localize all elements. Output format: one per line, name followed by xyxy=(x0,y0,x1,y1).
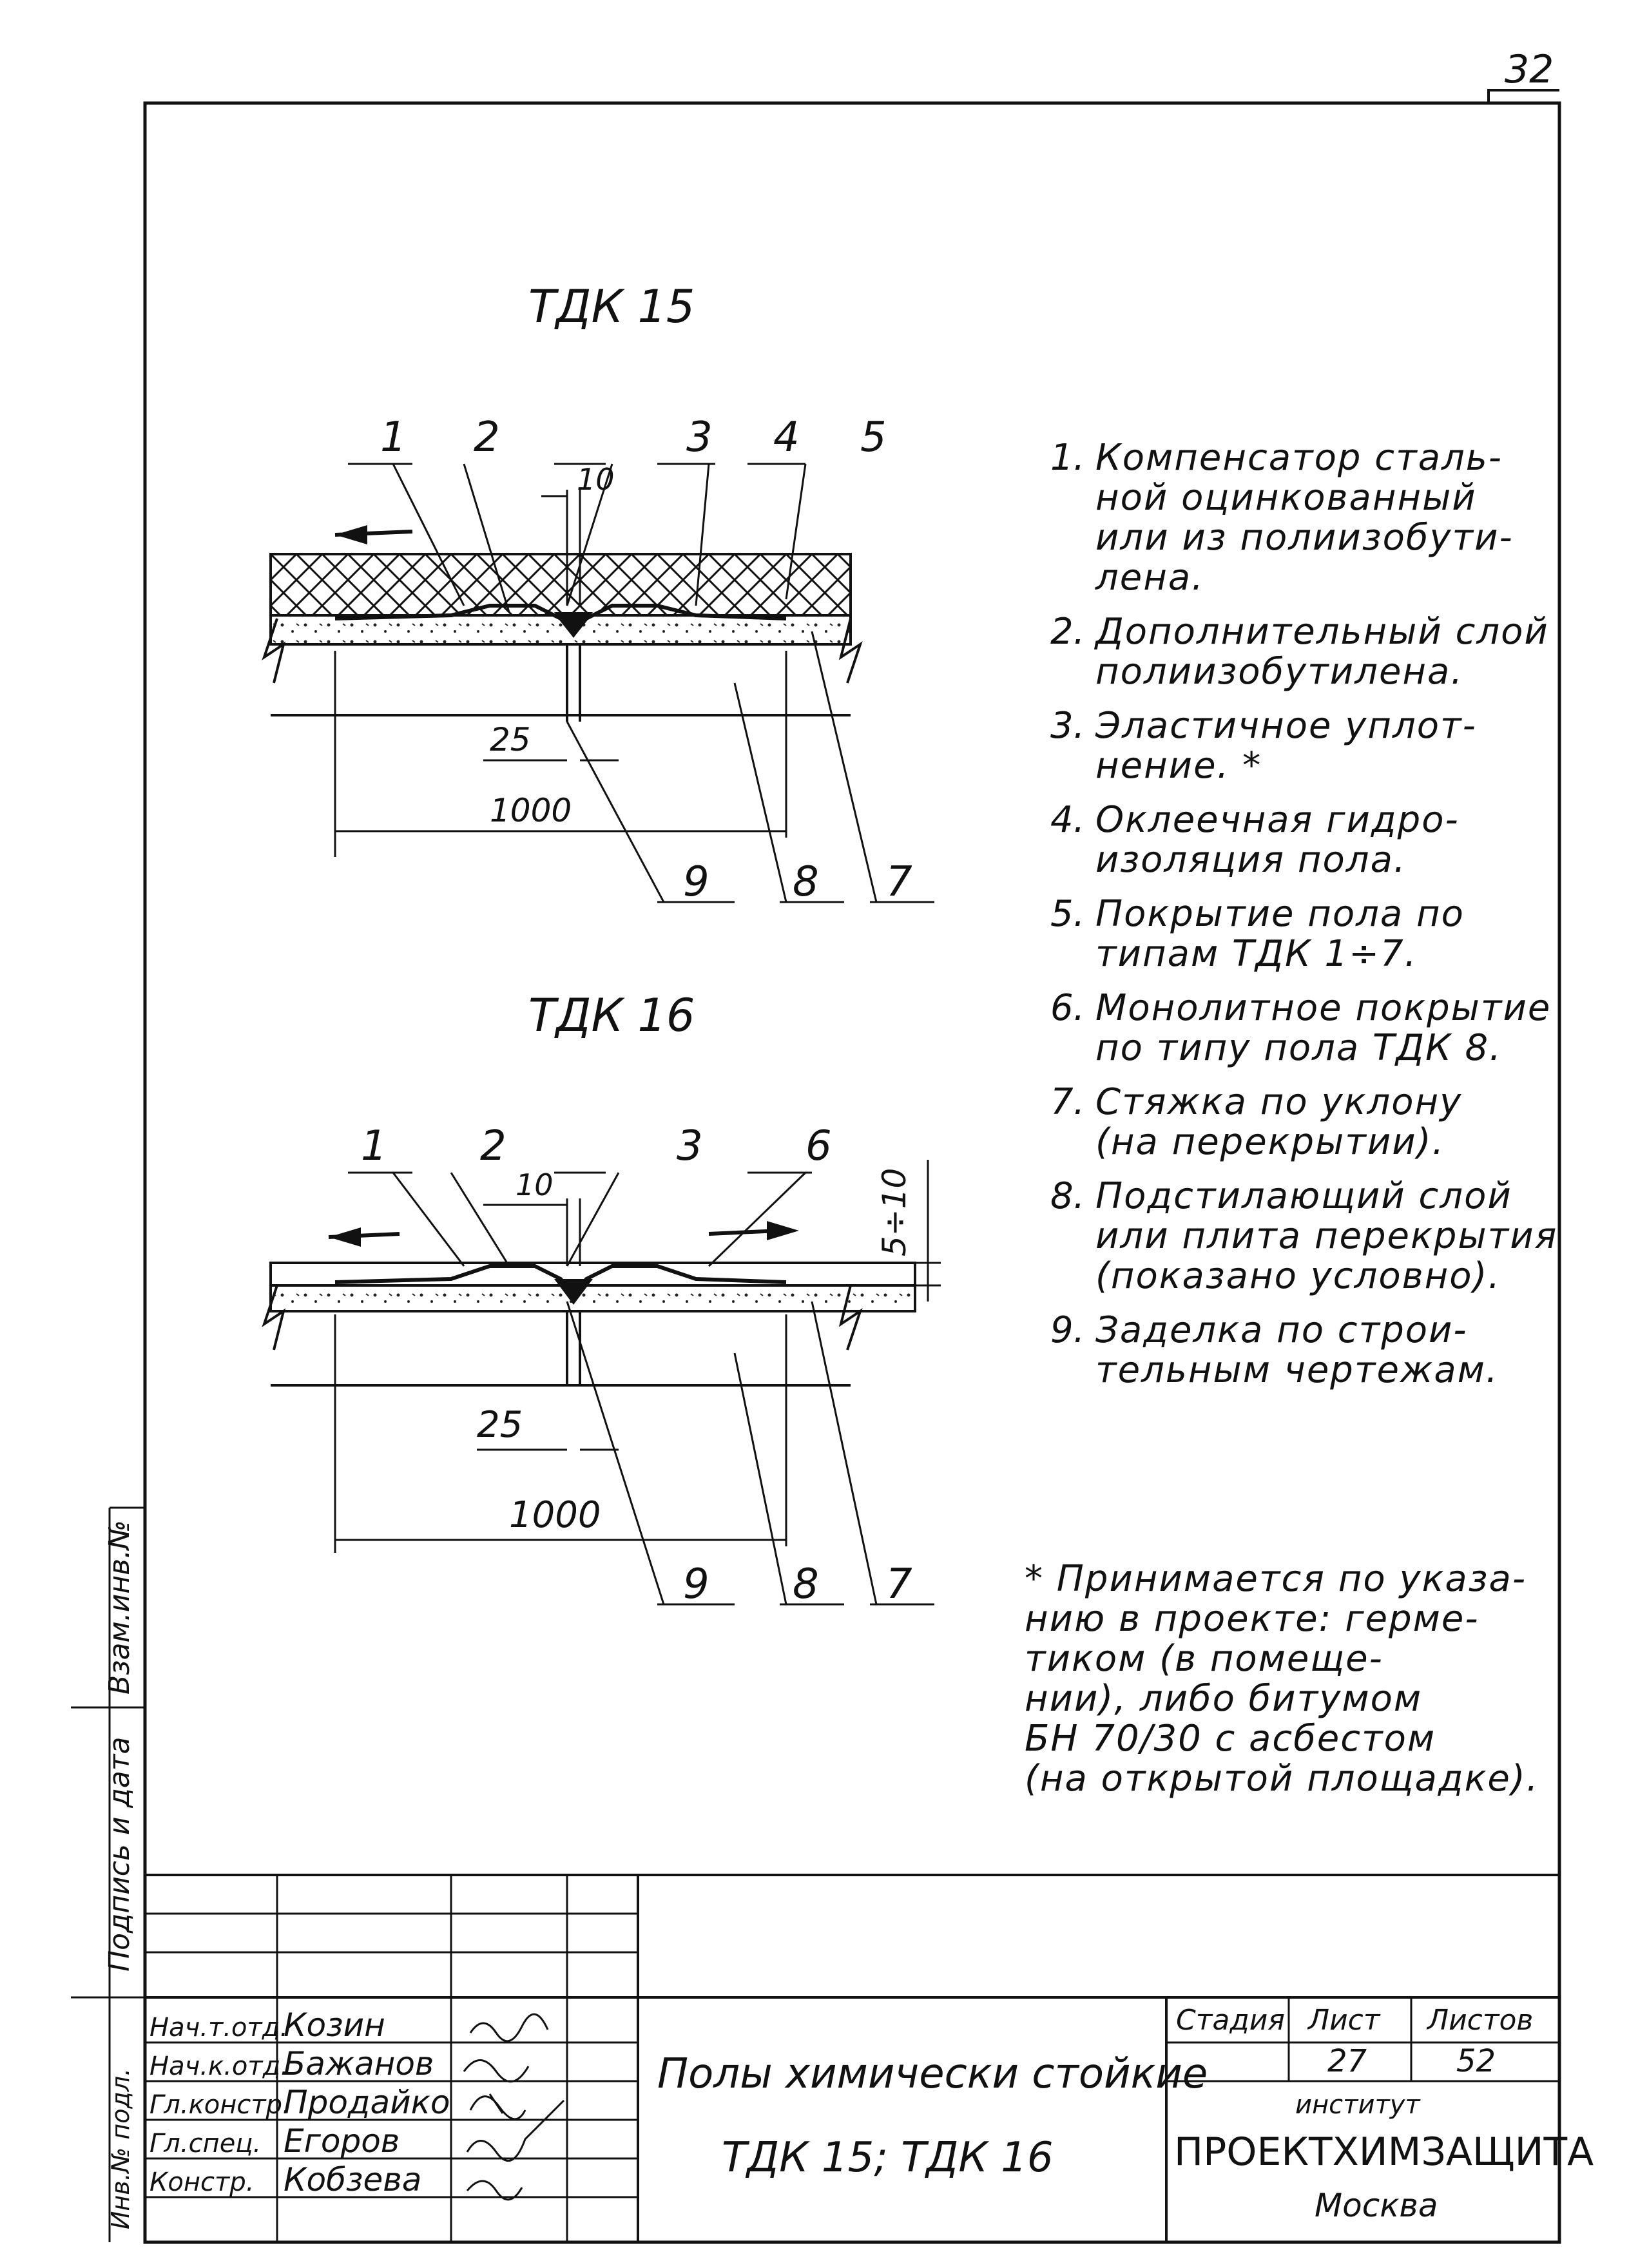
dim-top-joint: 10 xyxy=(577,462,615,497)
dim-top-width: 1000 xyxy=(490,792,572,829)
side-stamp-c: Взам.инв.№ xyxy=(103,1520,136,1695)
legend-text: Дополнительный слой полиизобутилена. xyxy=(1095,611,1549,693)
signatures xyxy=(463,2013,565,2201)
role-1: Нач.к.отд. xyxy=(149,2052,289,2081)
section-tdk15 xyxy=(262,463,934,903)
dim-top-offset: 25 xyxy=(490,721,531,758)
callout-bottom-7: 7 xyxy=(886,1561,912,1608)
legend-num: 5. xyxy=(1050,893,1085,935)
legend-num: 8. xyxy=(1050,1175,1085,1217)
name-4: Кобзева xyxy=(284,2161,421,2198)
role-2: Гл.констр. xyxy=(149,2090,291,2120)
institute-label: институт xyxy=(1295,2090,1421,2120)
diagram-title-top: ТДК 15 xyxy=(528,280,695,333)
legend-num: 6. xyxy=(1050,987,1085,1029)
callout-bottom-8: 8 xyxy=(793,1561,819,1608)
legend-num: 4. xyxy=(1050,799,1085,841)
dim-bottom-joint: 10 xyxy=(516,1168,554,1202)
callout-top-2: 2 xyxy=(474,414,500,461)
role-3: Гл.спец. xyxy=(149,2129,261,2158)
legend-item: 4.Оклеечная гидро- изоляция пола. xyxy=(1050,800,1598,880)
callout-top-9: 9 xyxy=(683,858,709,906)
legend-num: 7. xyxy=(1050,1081,1085,1123)
name-3: Егоров xyxy=(284,2122,400,2160)
sheets-label: Листов xyxy=(1426,2004,1533,2037)
legend-text: Стяжка по уклону (на перекрытии). xyxy=(1095,1081,1463,1163)
legend-item: 5.Покрытие пола по типам ТДК 1÷7. xyxy=(1050,894,1598,974)
name-0: Козин xyxy=(284,2006,385,2044)
diagram-title-bottom: ТДК 16 xyxy=(528,989,695,1042)
legend: 1.Компенсатор сталь- ной оцинкованный ил… xyxy=(1050,438,1598,1405)
sheets-total: 52 xyxy=(1456,2043,1496,2079)
dim-bottom-thickness: 5÷10 xyxy=(876,1168,913,1256)
side-stamp-a: Инв.№ подл. xyxy=(106,2068,135,2229)
legend-text: Оклеечная гидро- изоляция пола. xyxy=(1095,799,1460,881)
callout-bottom-3: 3 xyxy=(677,1122,703,1170)
sheet-label: Лист xyxy=(1307,2004,1381,2037)
institute-name: ПРОЕКТХИМЗАЩИТА xyxy=(1174,2129,1594,2175)
callout-top-4: 4 xyxy=(773,414,800,461)
drawing-frame xyxy=(143,101,1561,2244)
callout-top-5: 5 xyxy=(860,414,887,461)
callout-bottom-1: 1 xyxy=(361,1122,387,1170)
dim-bottom-width: 1000 xyxy=(509,1494,601,1536)
legend-item: 7.Стяжка по уклону (на перекрытии). xyxy=(1050,1082,1598,1162)
legend-text: Покрытие пола по типам ТДК 1÷7. xyxy=(1095,893,1465,975)
legend-item: 3.Эластичное уплот- нение. * xyxy=(1050,706,1598,786)
section-tdk16 xyxy=(262,1160,941,1606)
title-block-grid xyxy=(145,1874,1559,2242)
drawing-title-line2: ТДК 15; ТДК 16 xyxy=(722,2134,1054,2182)
page-number: 32 xyxy=(1505,47,1554,92)
sheet-number: 27 xyxy=(1327,2043,1367,2079)
legend-num: 2. xyxy=(1050,611,1085,653)
stage-label: Стадия xyxy=(1176,2004,1285,2037)
role-0: Нач.т.отд. xyxy=(149,2013,288,2042)
legend-num: 3. xyxy=(1050,705,1085,747)
footnote: * Принимается по указа- нию в проекте: г… xyxy=(1025,1558,1539,1800)
callout-top-1: 1 xyxy=(380,414,407,461)
drawing-title-line1: Полы химически стойкие xyxy=(657,2050,1208,2098)
legend-item: 6.Монолитное покрытие по типу пола ТДК 8… xyxy=(1050,988,1598,1068)
legend-num: 1. xyxy=(1050,437,1085,479)
name-1: Бажанов xyxy=(284,2045,434,2082)
callout-bottom-9: 9 xyxy=(683,1561,709,1608)
callout-bottom-6: 6 xyxy=(805,1122,832,1170)
side-stamp-b: Подпись и дата xyxy=(103,1737,136,1972)
legend-text: Компенсатор сталь- ной оцинкованный или … xyxy=(1095,437,1514,599)
legend-item: 1.Компенсатор сталь- ной оцинкованный ил… xyxy=(1050,438,1598,598)
legend-item: 9.Заделка по строи- тельным чертежам. xyxy=(1050,1311,1598,1390)
institute-city: Москва xyxy=(1315,2187,1438,2224)
legend-text: Подстилающий слой или плита перекрытия (… xyxy=(1095,1175,1558,1297)
dim-bottom-offset: 25 xyxy=(477,1404,523,1446)
role-4: Констр. xyxy=(149,2167,254,2197)
name-2: Продайко xyxy=(284,2084,450,2121)
callout-top-3: 3 xyxy=(686,414,713,461)
legend-item: 8.Подстилающий слой или плита перекрытия… xyxy=(1050,1177,1598,1296)
callout-top-7: 7 xyxy=(886,858,912,906)
legend-num: 9. xyxy=(1050,1309,1085,1351)
callout-bottom-2: 2 xyxy=(480,1122,506,1170)
legend-item: 2.Дополнительный слой полиизобутилена. xyxy=(1050,612,1598,692)
legend-text: Монолитное покрытие по типу пола ТДК 8. xyxy=(1095,987,1552,1069)
legend-text: Заделка по строи- тельным чертежам. xyxy=(1095,1309,1499,1391)
callout-top-8: 8 xyxy=(793,858,819,906)
legend-text: Эластичное уплот- нение. * xyxy=(1095,705,1477,787)
